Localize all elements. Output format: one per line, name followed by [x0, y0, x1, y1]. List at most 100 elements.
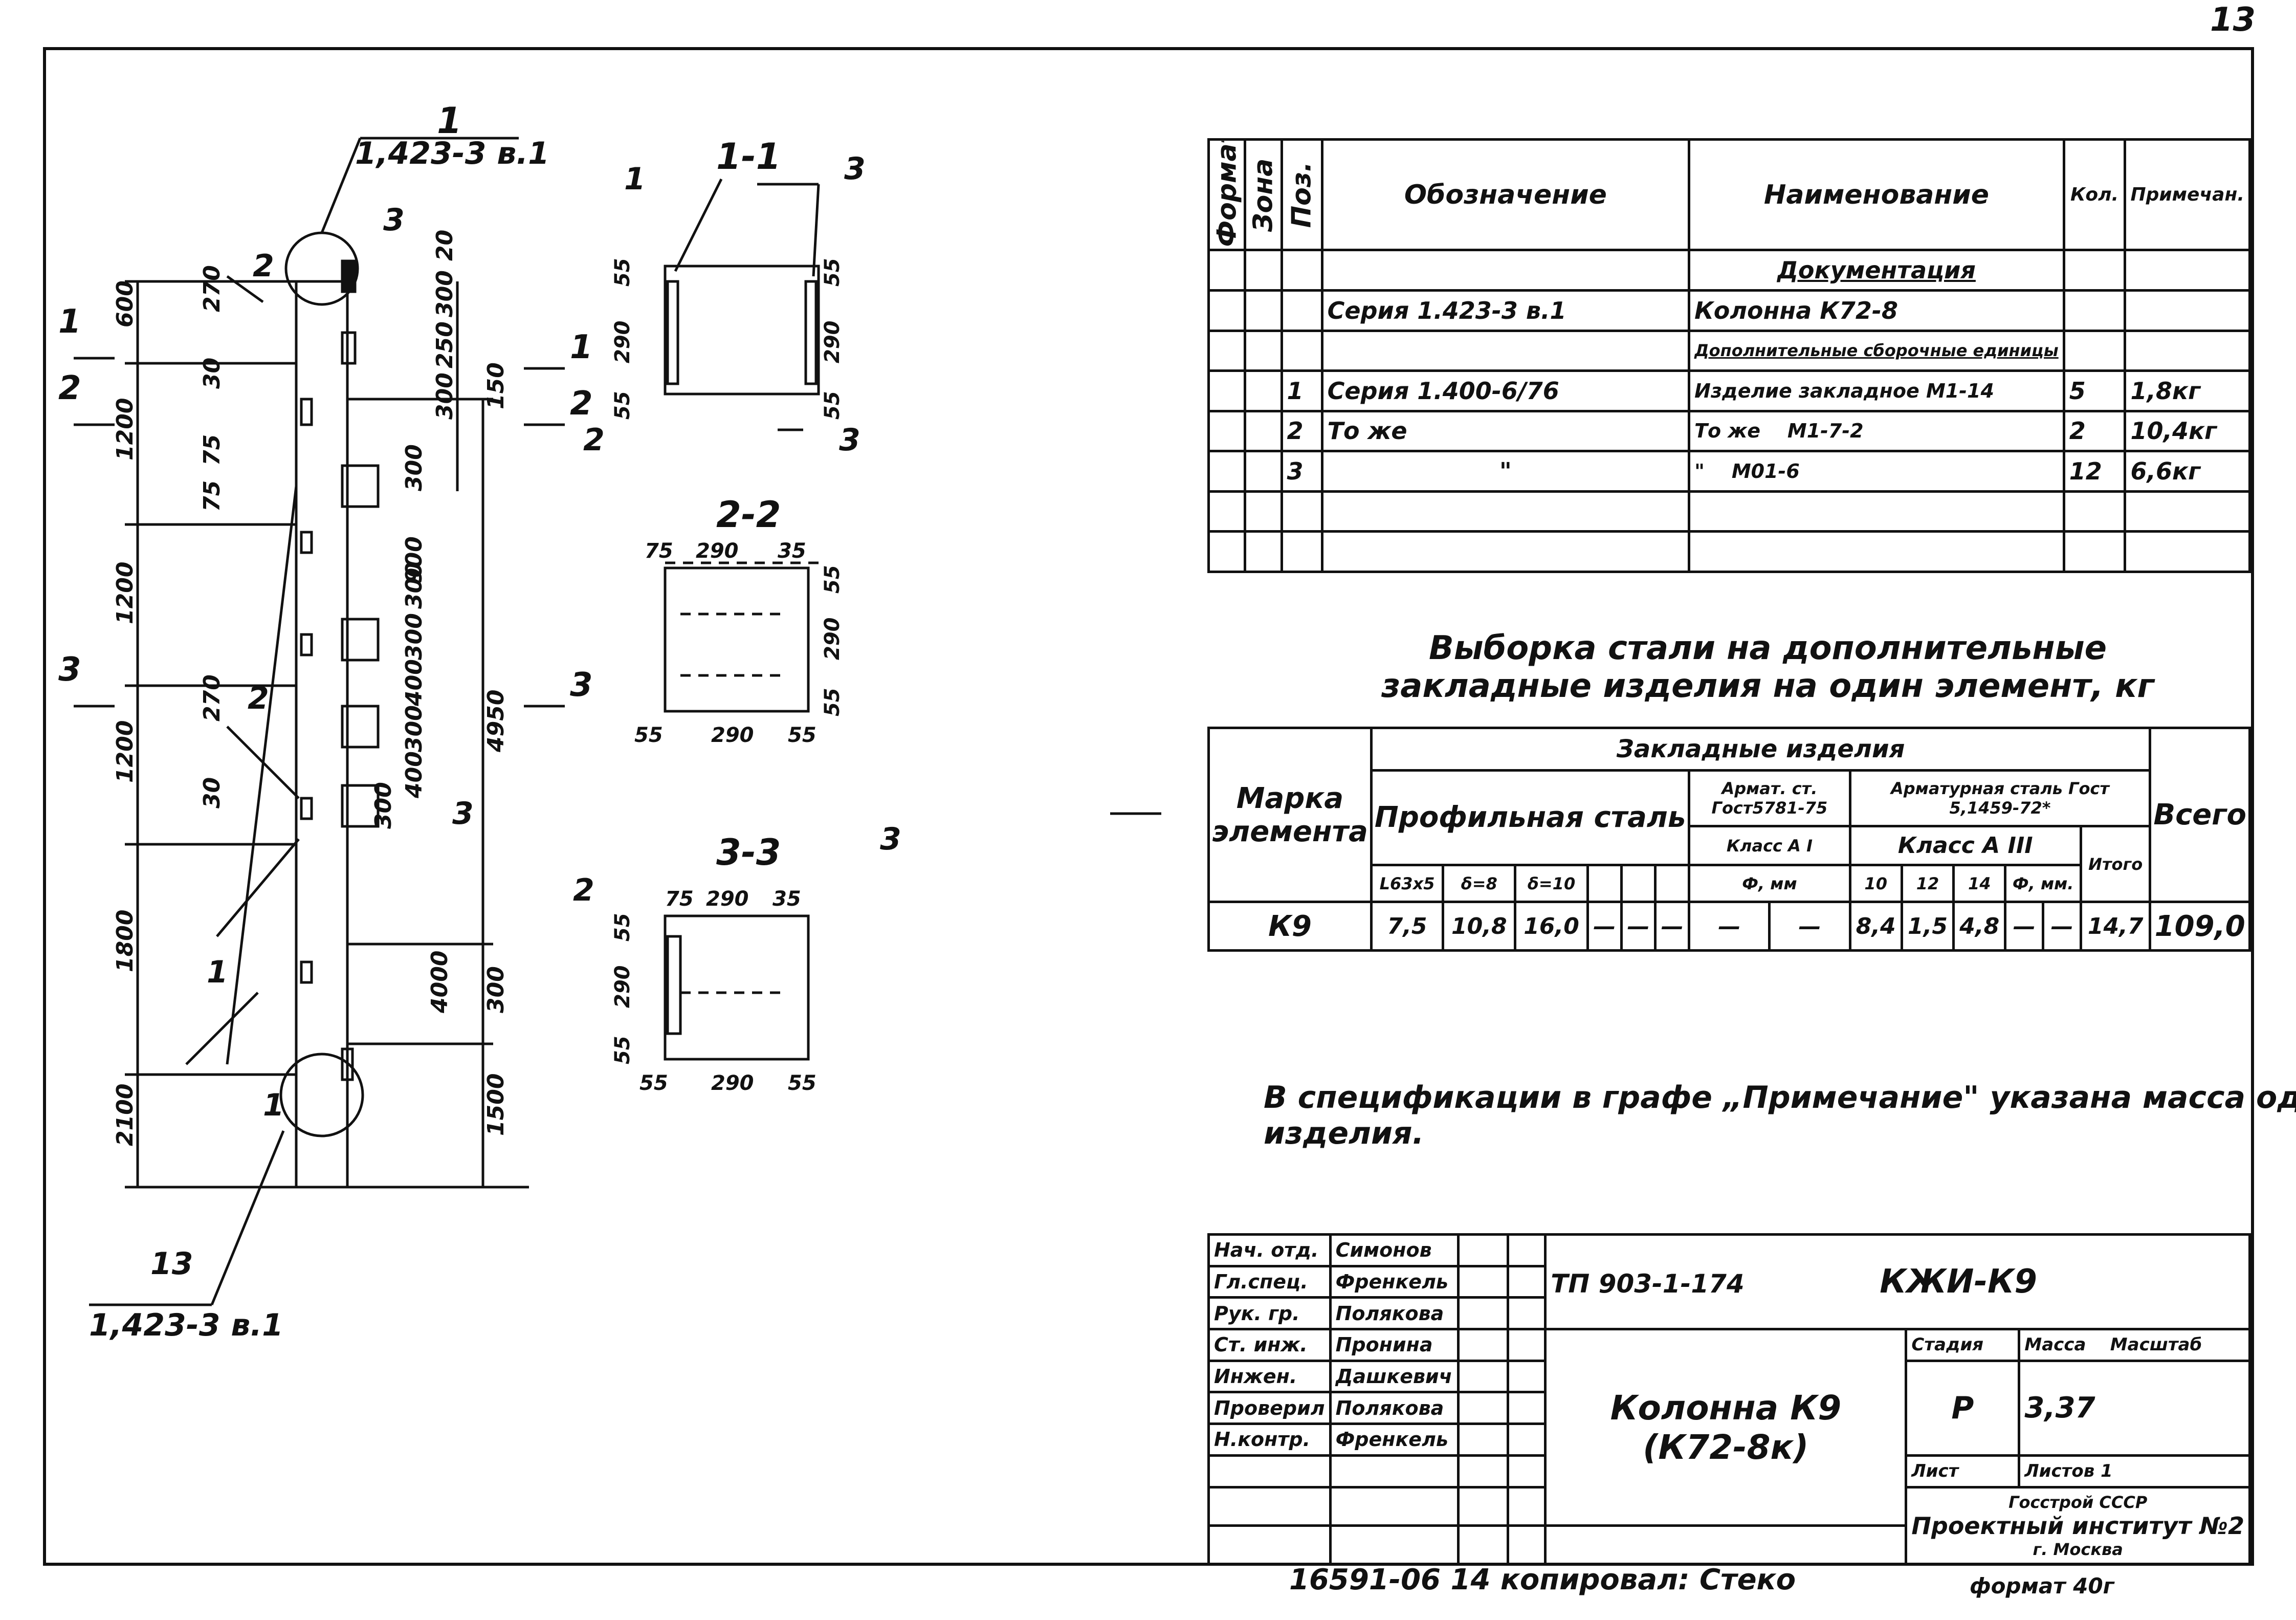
spec-header-pos: Поз. [1282, 139, 1322, 250]
table-row: Серия 1.423-3 в.1 Колонна К72-8 [1207, 289, 2251, 332]
sel-profile-col-3: δ=10 [1514, 864, 1589, 904]
right-dim-7: 300 [401, 562, 427, 609]
sel-profile-col-2: δ=8 [1442, 864, 1517, 904]
sel-armat-st-header: Армат. ст. Гост5781-75 [1688, 769, 1851, 828]
spec-section-doc: Документация [1688, 249, 2065, 292]
spec-header-format: Формат [1208, 139, 1245, 250]
spec-doc-name: Колонна К72-8 [1688, 289, 2065, 332]
sel-val-3: 16,0 [1514, 901, 1589, 952]
s22-dim-2: 290 [696, 539, 739, 563]
table-row: 1 Серия 1.400-6/76 Изделие закладное М1-… [1207, 369, 2251, 412]
stamp-role-2: Гл.спец. [1207, 1264, 1332, 1299]
sel-profile-col-1: L63х5 [1370, 864, 1445, 904]
sel-val-8: — [1768, 901, 1851, 952]
table-row: 3 " " М01-6 12 6,6кг [1207, 450, 2251, 493]
stamp-title-2: (К72-8к) [1643, 1427, 1809, 1467]
column-elevation-drawing: 1 1,423-3 в.1 13 1,423-3 в.1 1 2 3 1 2 3… [58, 100, 593, 1343]
selection-title: Выборка стали на дополнительные закладны… [1381, 629, 2154, 705]
right-dim-4: 300 [432, 373, 458, 420]
section-2-2-label-3: 3 [839, 422, 860, 458]
s22-dim-5: 290 [711, 724, 754, 747]
right-dim-5: 300 [401, 444, 427, 491]
stamp-stage-header: Стадия [1905, 1328, 2021, 1362]
spec-row-1-pos: 1 [1280, 369, 1323, 412]
spec-header-note: Примечан. [2124, 138, 2251, 252]
sheet-frame [43, 47, 2254, 1566]
stamp-mass-scale-header: Масса Масштаб [2018, 1328, 2251, 1362]
sel-val-5: — [1620, 901, 1657, 952]
pos-label-2: 3 [383, 202, 405, 238]
specification-table: Формат Зона Поз. Обозначение Наименовани… [1207, 138, 2251, 573]
s33-dim-5: 290 [611, 966, 634, 1009]
s33-dim-7: 55 [639, 1071, 668, 1095]
s11-dim-4: 55 [821, 258, 844, 287]
pos-label-3: 2 [248, 681, 269, 716]
section-mark-1: 1 [58, 303, 81, 341]
spec-header-zone: Зона [1245, 139, 1282, 250]
sel-total-header: Итого [2079, 825, 2152, 904]
section-mark-3-right: 3 [570, 666, 593, 704]
s11-dim-3: 55 [611, 391, 634, 420]
selection-title-line-1: Выборка стали на дополнительные [1428, 629, 2107, 667]
footer-format: формат 40г [1970, 1573, 2114, 1599]
spec-row-2-designation: То же [1320, 409, 1691, 453]
pos-label-4: 1 [207, 954, 228, 990]
stamp-stage: Р [1905, 1359, 2021, 1457]
s22-dim-4: 55 [634, 724, 663, 747]
sel-diam-12: 12 [1900, 864, 1955, 904]
stamp-mass: 3,37 [2018, 1359, 2251, 1457]
s22-dim-7: 55 [821, 565, 844, 594]
right-dim-10: 400 [401, 659, 427, 707]
small-dim-6: 30 [199, 777, 225, 808]
s33-dim-8: 290 [711, 1071, 754, 1095]
sel-val-4: — [1586, 901, 1623, 952]
stamp-role-5: Инжен. [1207, 1359, 1332, 1394]
right-dim-16: 300 [483, 966, 509, 1013]
stamp-role-4: Ст. инж. [1207, 1328, 1332, 1362]
sections-drawing: 1-1 2-2 3-3 1 3 2 3 2 3 55 290 55 55 290… [573, 136, 1161, 1095]
sel-val-14: 14,7 [2079, 901, 2152, 952]
s11-dim-2: 290 [611, 321, 634, 364]
sel-val-11: 4,8 [1952, 901, 2007, 952]
stamp-title-1: Колонна К9 [1610, 1388, 1842, 1428]
stamp-name-5: Дашкевич [1329, 1359, 1460, 1394]
section-mark-2: 2 [58, 369, 81, 407]
stamp-name-3: Полякова [1329, 1296, 1460, 1331]
table-row: 2 То же То же М1-7-2 2 10,4кг [1207, 409, 2251, 453]
stamp-name-7: Френкель [1329, 1422, 1460, 1457]
sel-all-header: Всего [2149, 726, 2251, 904]
stamp-role-3: Рук. гр. [1207, 1296, 1332, 1331]
section-3-3-label-3: 3 [880, 821, 901, 857]
table-row [1207, 530, 2251, 573]
right-dim-3: 250 [432, 321, 458, 368]
stamp-role-6: Проверил [1207, 1391, 1332, 1426]
title-block: Нач. отд. Симонов ТП 903-1-174 КЖИ-К9 Гл… [1207, 1233, 2251, 1566]
section-1-1-title: 1-1 [716, 136, 781, 178]
callout-top-ref: 1,423-3 в.1 [355, 136, 549, 171]
s33-dim-1: 75 [665, 887, 694, 911]
right-dim-13: 300 [370, 782, 396, 829]
stamp-org-3: г. Москва [2033, 1539, 2123, 1559]
stamp-name-2: Френкель [1329, 1264, 1460, 1299]
s22-dim-6: 55 [788, 724, 816, 747]
sel-row-mark: К9 [1207, 901, 1373, 952]
notes: В спецификации в графе „Примечание" указ… [1264, 1080, 2296, 1151]
sel-val-1: 7,5 [1370, 901, 1445, 952]
stamp-role-7: Н.контр. [1207, 1422, 1332, 1457]
right-dim-6: 150 [483, 362, 509, 409]
small-dim-4: 75 [199, 480, 225, 512]
s11-dim-5: 290 [821, 321, 844, 364]
sel-val-13: — [2042, 901, 2082, 952]
spec-row-2-note: 10,4кг [2124, 409, 2251, 453]
left-dim-3: 1200 [112, 562, 138, 624]
stamp-sheet-header: Лист [1905, 1454, 2021, 1488]
spec-row-3-name: " М01-6 [1688, 450, 2065, 493]
s33-dim-3: 35 [772, 887, 801, 911]
section-mark-1-right: 1 [570, 329, 593, 366]
spec-row-2-qty: 2 [2062, 409, 2127, 453]
note-line-1: В спецификации в графе „Примечание" указ… [1264, 1080, 2296, 1115]
small-dim-1: 270 [199, 265, 225, 312]
sel-val-9: 8,4 [1848, 901, 1903, 952]
section-1-1-label-1: 1 [624, 161, 646, 197]
